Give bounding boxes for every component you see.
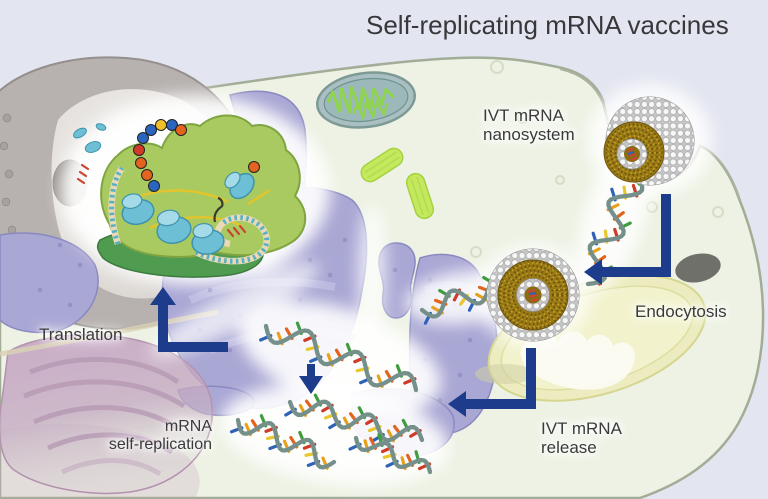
dark-vesicle	[675, 253, 721, 283]
centrioles	[360, 147, 435, 220]
amino-acid-bead	[248, 161, 260, 173]
golgi-body	[0, 334, 214, 495]
ribosome	[121, 193, 155, 226]
arrow-endocytosis-step	[584, 194, 671, 285]
ribosome	[191, 222, 225, 255]
label-ivt-mrna-nanosystem: IVT mRNA nanosystem	[483, 106, 575, 144]
arrow-translation-step	[150, 287, 228, 352]
mitochondrion-cristae-2	[352, 97, 389, 122]
label-line: nanosystem	[483, 125, 575, 145]
label-line: IVT mRNA	[483, 106, 564, 125]
ribosome	[156, 209, 192, 244]
label-endocytosis: Endocytosis	[635, 302, 727, 321]
arrow-release-step	[448, 348, 536, 417]
template-hook	[213, 196, 224, 223]
label-translation: Translation	[39, 325, 122, 344]
label-mrna-self-replication: mRNA self-replication	[36, 418, 212, 454]
golgi-apparatus	[0, 309, 219, 498]
endosome-shading	[475, 364, 535, 384]
label-line: self-replication	[108, 435, 212, 453]
mrna-template-loop-stripes	[194, 215, 270, 264]
mitochondrion	[316, 71, 416, 129]
polypeptide-chain	[133, 119, 187, 192]
mrna-strand-copy	[229, 414, 337, 470]
lipid-nanoparticle-endosomal	[486, 248, 580, 342]
label-line: IVT mRNA	[541, 419, 622, 438]
lipid-tails	[605, 123, 663, 181]
ribosomes	[121, 161, 260, 255]
label-ivt-mrna-release: IVT mRNA release	[541, 419, 622, 457]
mrna-template-entry-stripes	[109, 166, 125, 245]
label-line: mRNA	[164, 418, 212, 435]
endosome-membrane-folds	[520, 331, 635, 390]
arrow-replication-step	[299, 364, 323, 394]
golgi-cisternae	[23, 356, 186, 477]
label-line: Translation	[39, 325, 123, 344]
er-left-lobe	[0, 232, 99, 334]
mrna-strand-copy	[348, 433, 433, 475]
trna-fragments	[73, 123, 107, 153]
centriole	[360, 147, 404, 183]
diagram-title: Self-replicating mRNA vaccines	[366, 10, 729, 40]
mrna-strand-replicating	[259, 321, 419, 393]
label-line: release	[541, 438, 597, 458]
ribosome	[224, 171, 255, 200]
red-chevrons	[76, 163, 247, 238]
label-line: Endocytosis	[635, 302, 727, 321]
lipid-nanoparticle-extracellular	[603, 96, 695, 186]
replication-complex	[73, 114, 307, 278]
lipid-tails	[498, 260, 568, 330]
